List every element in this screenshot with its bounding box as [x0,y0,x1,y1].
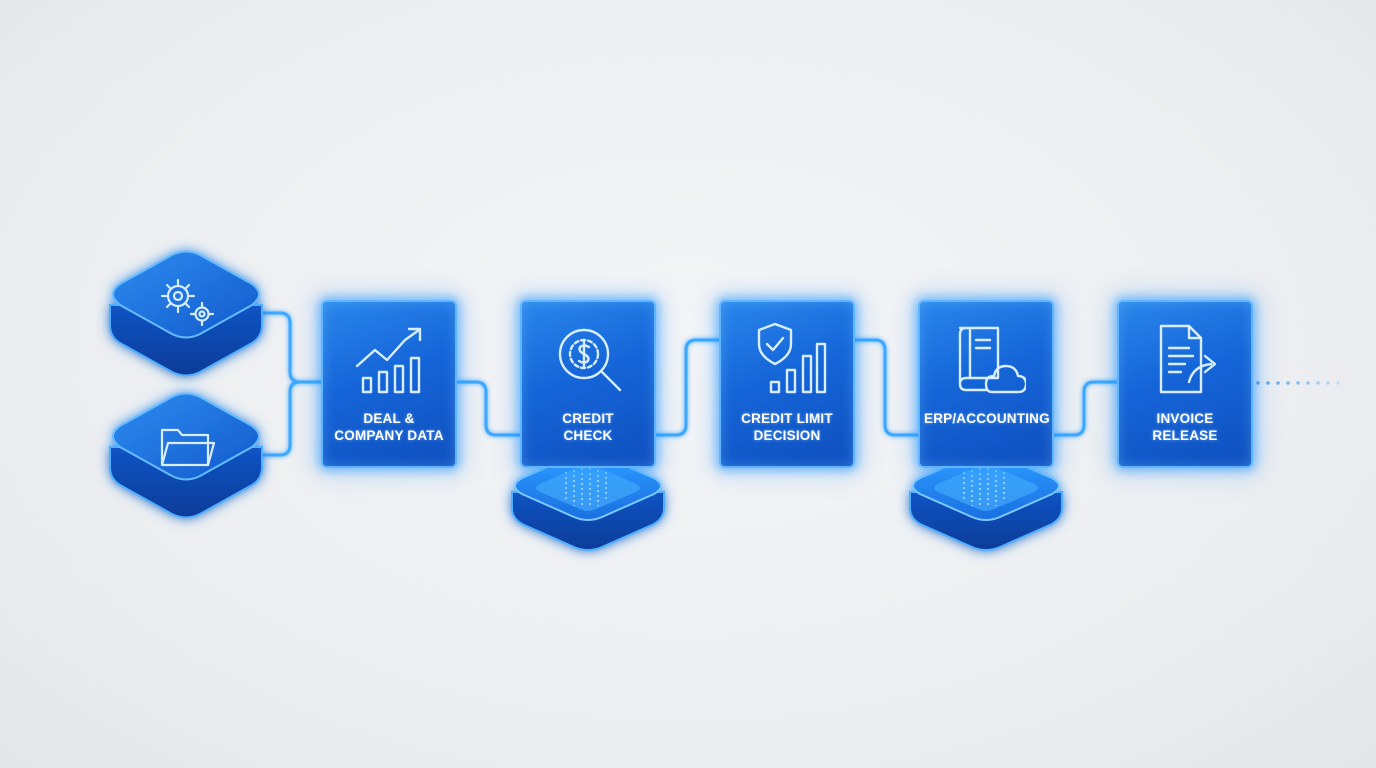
connector-gears-to-deal [260,311,323,384]
platform-credit-check [511,452,665,551]
step-label: CREDIT CHECK [562,411,614,443]
folder-icon [160,428,216,467]
document-forward-icon [1159,324,1217,394]
step-label: ERP/ACCOUNTING [924,411,1050,426]
platform-erp-accounting [909,452,1063,551]
step-label: INVOICE RELEASE [1152,411,1218,443]
connector-limit-to-erp [853,338,920,437]
connectors [260,311,1119,457]
step-card-credit-limit-decision: CREDIT LIMIT DECISION [719,300,855,468]
step-card-credit-check: CREDIT CHECK [520,300,656,468]
connector-credit-check-to-limit [654,338,721,437]
shield-bar-chart-icon [757,322,827,394]
source-tile-gears [109,250,263,377]
gears-icon [160,278,215,327]
dollar-magnifier-icon [558,328,622,392]
step-card-erp-accounting: ERP/ACCOUNTING [918,300,1054,468]
step-card-deal-company-data: DEAL & COMPANY DATA [321,300,457,468]
step-label: DEAL & COMPANY DATA [334,411,444,443]
connector-folder-to-deal [260,380,323,457]
connector-erp-to-invoice [1052,380,1119,437]
step-label: CREDIT LIMIT DECISION [741,411,833,443]
step-card-invoice-release: INVOICE RELEASE [1117,300,1253,468]
source-tile-folder [109,392,263,519]
growth-chart-icon [355,327,422,394]
trailing-dotted-line [1256,381,1340,385]
connector-deal-to-credit-check [455,380,522,437]
book-cloud-icon [958,326,1026,394]
